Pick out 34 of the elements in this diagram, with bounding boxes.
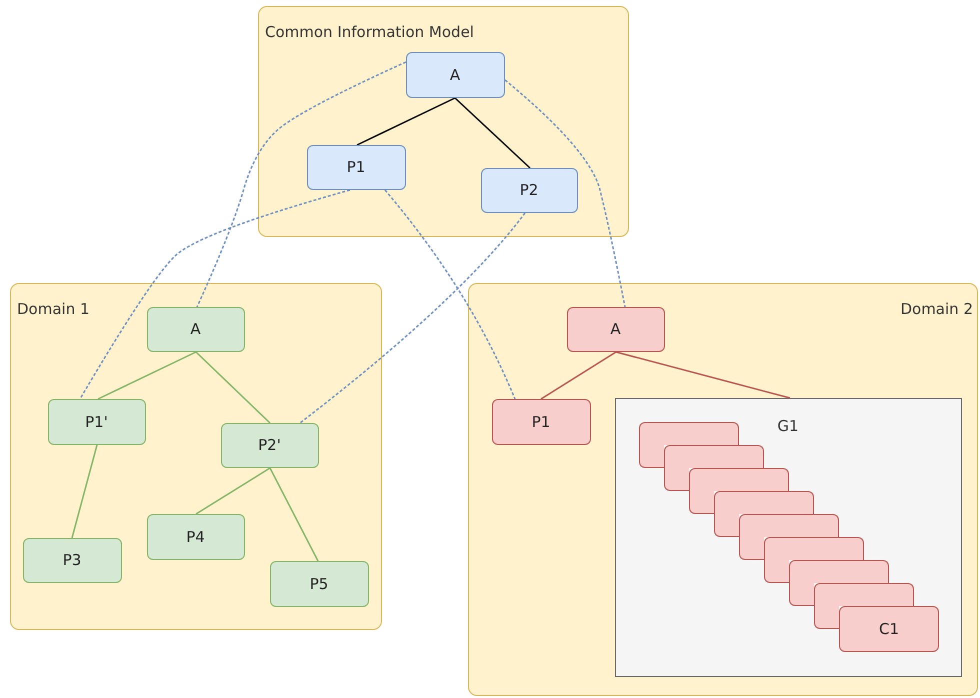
connector-line <box>269 468 319 562</box>
connector-line <box>71 444 98 538</box>
dashed-connector <box>300 212 526 424</box>
dashed-connector <box>384 190 516 400</box>
node-box: P1 <box>492 398 590 444</box>
dashed-connector <box>79 189 350 400</box>
domain-container <box>10 283 382 630</box>
node-box: P5 <box>270 560 368 606</box>
domain-container <box>468 283 978 696</box>
connector-line <box>195 351 271 424</box>
node-box: C1 <box>839 606 939 652</box>
connector-line <box>454 97 531 169</box>
group-container <box>614 398 962 676</box>
dashed-connector <box>196 61 406 308</box>
node-box: A <box>146 306 244 352</box>
node-box: P1 <box>306 144 406 190</box>
connector-line <box>98 351 196 400</box>
connector-line <box>616 351 790 399</box>
node-box: P1' <box>48 398 146 444</box>
connector-line <box>196 467 270 515</box>
container-title: Domain 2 <box>900 300 973 318</box>
node-box: A <box>566 306 664 352</box>
connector-line <box>540 351 616 400</box>
dashed-connector <box>504 79 626 308</box>
node-box: P2 <box>480 168 578 212</box>
node-box: P4 <box>146 514 244 560</box>
node-box: A <box>406 52 504 98</box>
connector-line <box>356 97 456 146</box>
node-box: P3 <box>22 538 122 582</box>
container-title: Common Information Model <box>265 23 474 41</box>
container-title: G1 <box>777 416 799 434</box>
container-title: Domain 1 <box>17 300 90 318</box>
node-box: P2' <box>220 422 318 468</box>
domain-container <box>258 6 629 237</box>
